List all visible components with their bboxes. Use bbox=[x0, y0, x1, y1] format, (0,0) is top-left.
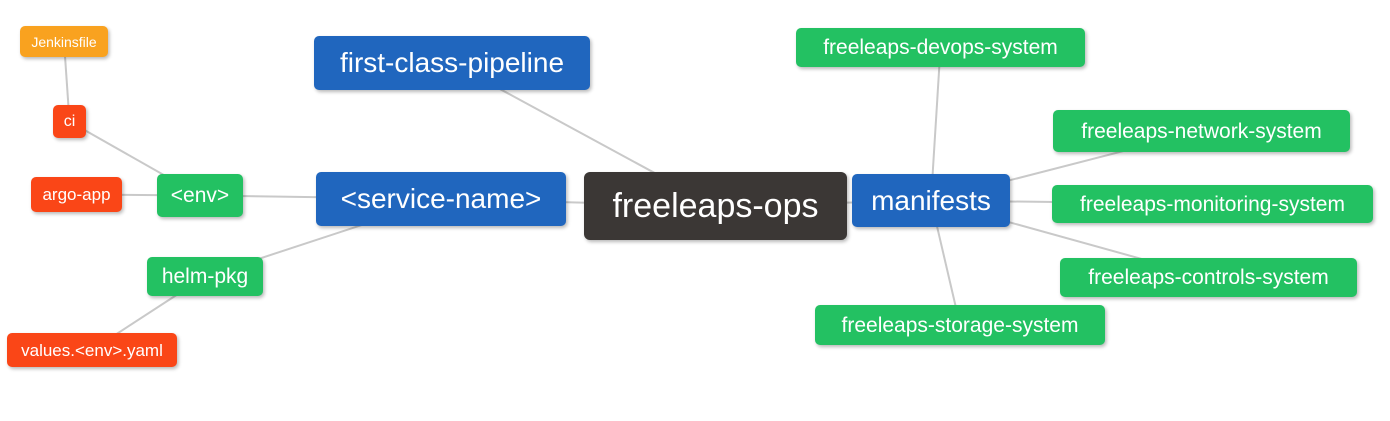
node-freeleaps-network-system[interactable]: freeleaps-network-system bbox=[1053, 110, 1350, 152]
node-manifests[interactable]: manifests bbox=[852, 174, 1010, 227]
node-service-name[interactable]: <service-name> bbox=[316, 172, 566, 226]
node-values-env-yaml[interactable]: values.<env>.yaml bbox=[7, 333, 177, 367]
node-env[interactable]: <env> bbox=[157, 174, 243, 217]
node-ci[interactable]: ci bbox=[53, 105, 86, 138]
node-freeleaps-storage-system[interactable]: freeleaps-storage-system bbox=[815, 305, 1105, 345]
node-helm-pkg[interactable]: helm-pkg bbox=[147, 257, 263, 296]
node-freeleaps-controls-system[interactable]: freeleaps-controls-system bbox=[1060, 258, 1357, 297]
node-freeleaps-devops-system[interactable]: freeleaps-devops-system bbox=[796, 28, 1085, 67]
node-freeleaps-ops-root[interactable]: freeleaps-ops bbox=[584, 172, 847, 240]
node-freeleaps-monitoring-system[interactable]: freeleaps-monitoring-system bbox=[1052, 185, 1373, 223]
node-first-class-pipeline[interactable]: first-class-pipeline bbox=[314, 36, 590, 90]
node-argo-app[interactable]: argo-app bbox=[31, 177, 122, 212]
node-jenkinsfile[interactable]: Jenkinsfile bbox=[20, 26, 108, 57]
